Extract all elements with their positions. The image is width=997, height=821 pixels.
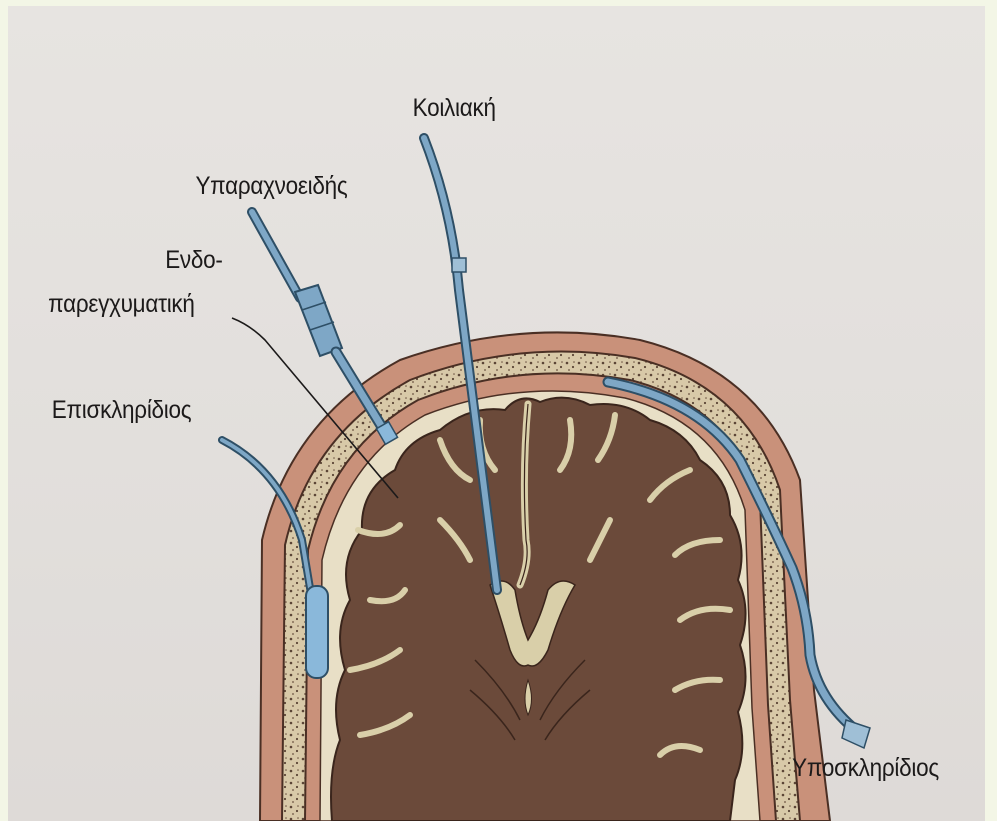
label-ventricular: Κοιλιακή [413,94,496,123]
label-intraparenchymal-line1: Ενδο- [165,246,222,275]
label-epidural: Επισκληρίδιος [52,396,192,425]
label-subarachnoid: Υπαραχνοειδής [195,172,347,201]
label-intraparenchymal-line2: παρεγχυματική [48,290,195,319]
label-subdural: Υποσκληρίδιος [792,754,939,783]
subarachnoid-bolt [252,212,398,444]
